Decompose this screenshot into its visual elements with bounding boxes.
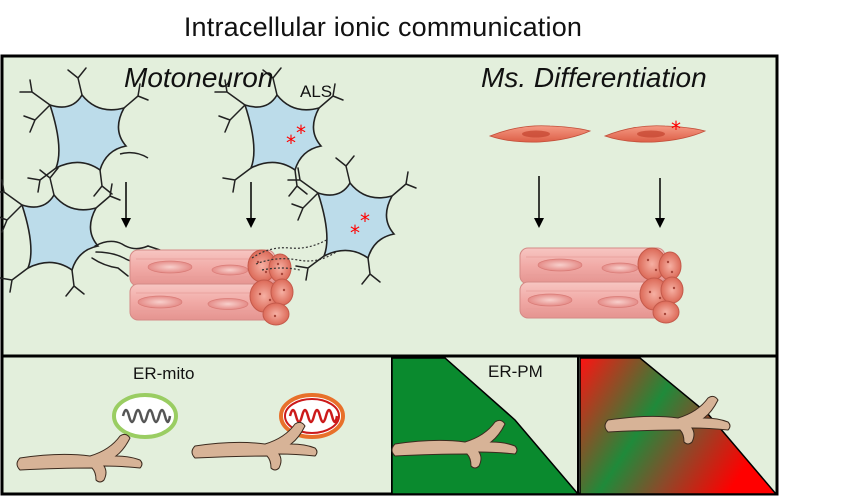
arrow-head-3 [534, 218, 544, 228]
myotube-bundle [519, 247, 684, 324]
healthy-mitochondrion [112, 393, 178, 439]
mutation-star-4: * [360, 209, 370, 233]
mutation-star-3: * [350, 221, 360, 245]
stressed-mito-cristae [288, 408, 339, 424]
motoneuron-heading: Motoneuron [124, 62, 274, 93]
arrow-head-2 [246, 218, 256, 228]
mutation-star-5: * [671, 117, 681, 141]
pm-green-region [391, 357, 580, 495]
er-pm-label: ER-PM [488, 362, 543, 381]
figure-title: Intracellular ionic communication [183, 12, 583, 42]
mutation-star-2: * [296, 121, 306, 145]
motoneuron-axon [119, 151, 149, 159]
degenerating-axons [251, 237, 337, 271]
als-label: ALS [300, 82, 333, 101]
mutation-star-1: * [286, 131, 296, 155]
arrow-head-4 [655, 218, 665, 228]
er-mito-label: ER-mito [133, 364, 195, 383]
stressed-mito-inner [284, 398, 340, 434]
differentiation-heading: Ms. Differentiation [481, 62, 707, 93]
healthy-mito-cristae [121, 408, 172, 424]
arrow-head-1 [121, 218, 131, 228]
innervated-muscle-bundle [129, 249, 294, 326]
